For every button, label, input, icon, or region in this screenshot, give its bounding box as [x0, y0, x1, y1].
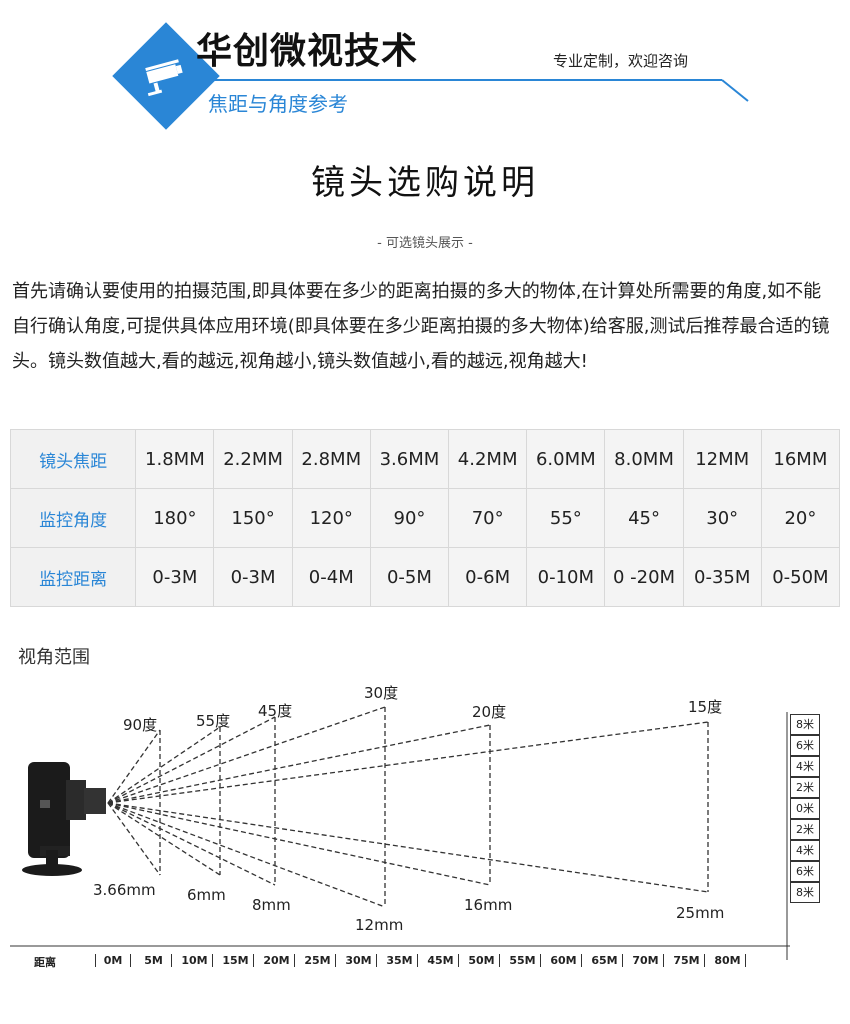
view-cones — [107, 706, 709, 908]
table-cell: 16MM — [760, 429, 841, 489]
table-cell: 2.2MM — [213, 429, 293, 489]
table-cell: 0-5M — [369, 547, 450, 607]
table-cell: 90° — [369, 488, 450, 548]
table-cell: 12MM — [682, 429, 762, 489]
table-cell: 150° — [213, 488, 293, 548]
angle-label: 20度 — [472, 703, 507, 721]
distance-tick: 55M — [505, 954, 541, 967]
table-cell: 4.2MM — [448, 429, 528, 489]
table-cell: 45° — [604, 488, 684, 548]
lens-spec-table: 镜头焦距 1.8MM 2.2MM 2.8MM 3.6MM 4.2MM 6.0MM… — [9, 429, 841, 607]
header-underline — [200, 79, 749, 102]
table-cell: 0-35M — [682, 547, 762, 607]
table-cell: 0-3M — [135, 547, 215, 607]
view-angle-graphic — [10, 706, 790, 960]
distance-tick: 20M — [259, 954, 295, 967]
table-row-distance: 监控距离 0-3M 0-3M 0-4M 0-5M 0-6M 0-10M 0 -2… — [9, 547, 841, 607]
distance-tick: 25M — [300, 954, 336, 967]
table-cell: 30° — [682, 488, 762, 548]
section-subtitle: - 可选镜头展示 - — [377, 236, 473, 251]
intro-paragraph: 首先请确认要使用的拍摄范围,即具体要在多少的距离拍摄的多大的物体,在计算处所需要… — [12, 281, 830, 372]
table-cell: 0-4M — [291, 547, 371, 607]
scale-cell: 4米 — [790, 840, 820, 861]
brand-subtitle: 焦距与角度参考 — [208, 92, 348, 116]
distance-tick: 10M — [177, 954, 213, 967]
distance-tick: 0M — [95, 954, 131, 967]
table-cell: 120° — [291, 488, 371, 548]
table-row-focal-length: 镜头焦距 1.8MM 2.2MM 2.8MM 3.6MM 4.2MM 6.0MM… — [9, 429, 841, 489]
table-cell: 0-3M — [213, 547, 293, 607]
distance-tick: 30M — [341, 954, 377, 967]
table-cell: 3.6MM — [369, 429, 450, 489]
row-header: 监控距离 — [9, 547, 137, 607]
distance-tick: 15M — [218, 954, 254, 967]
distance-tick: 70M — [628, 954, 664, 967]
table-cell: 180° — [135, 488, 215, 548]
scale-cell: 6米 — [790, 861, 820, 882]
view-angle-diagram: 90度 55度 45度 30度 20度 15度 3.66mm 6mm 8mm 1… — [0, 670, 850, 1020]
table-cell: 20° — [760, 488, 841, 548]
table-cell: 70° — [448, 488, 528, 548]
distance-tick: 45M — [423, 954, 459, 967]
row-header: 监控角度 — [9, 488, 137, 548]
distance-tick: 35M — [382, 954, 418, 967]
camera-icon — [145, 59, 183, 97]
distance-tick: 50M — [464, 954, 500, 967]
table-cell: 0-6M — [448, 547, 528, 607]
angle-label: 15度 — [688, 698, 723, 716]
scale-cell: 2米 — [790, 819, 820, 840]
table-cell: 0-10M — [526, 547, 606, 607]
lens-label: 25mm — [676, 904, 725, 922]
lens-label: 6mm — [187, 886, 226, 904]
slogan: 专业定制，欢迎咨询 — [553, 52, 689, 70]
scale-cell: 0米 — [790, 798, 820, 819]
scale-cell: 8米 — [790, 882, 820, 903]
distance-tick: 5M — [136, 954, 172, 967]
table-cell: 6.0MM — [526, 429, 606, 489]
angle-label: 55度 — [196, 712, 231, 730]
angle-label: 30度 — [364, 684, 399, 702]
scale-cell: 2米 — [790, 777, 820, 798]
section-title: 镜头选购说明 — [311, 163, 539, 203]
distance-tick: 65M — [587, 954, 623, 967]
brand-title: 华创微视技术 — [196, 31, 419, 72]
distance-label: 距离 — [34, 956, 56, 969]
page-header: 华创微视技术 焦距与角度参考 专业定制，欢迎咨询 — [0, 0, 850, 130]
diagram-title: 视角范围 — [18, 647, 90, 668]
scale-cell: 6米 — [790, 735, 820, 756]
row-header: 镜头焦距 — [9, 429, 137, 489]
table-cell: 2.8MM — [291, 429, 371, 489]
table-cell: 0 -20M — [604, 547, 684, 607]
lens-label: 8mm — [252, 896, 291, 914]
scale-cell: 4米 — [790, 756, 820, 777]
distance-tick: 80M — [710, 954, 746, 967]
angle-label: 45度 — [258, 702, 293, 720]
distance-tick: 75M — [669, 954, 705, 967]
table-cell: 1.8MM — [135, 429, 215, 489]
table-cell: 0-50M — [760, 547, 841, 607]
lens-label: 12mm — [355, 916, 404, 934]
distance-tick: 60M — [546, 954, 582, 967]
table-cell: 8.0MM — [604, 429, 684, 489]
angle-label: 90度 — [123, 716, 158, 734]
lens-label: 16mm — [464, 896, 513, 914]
scale-cell: 8米 — [790, 714, 820, 735]
distance-ruler: 距离 0M 5M 10M 15M 20M 25M 30M 35M 45M 50M… — [0, 954, 850, 974]
table-cell: 55° — [526, 488, 606, 548]
lens-label: 3.66mm — [93, 881, 156, 899]
table-row-angle: 监控角度 180° 150° 120° 90° 70° 55° 45° 30° … — [9, 488, 841, 548]
camera-illustration — [22, 762, 106, 876]
